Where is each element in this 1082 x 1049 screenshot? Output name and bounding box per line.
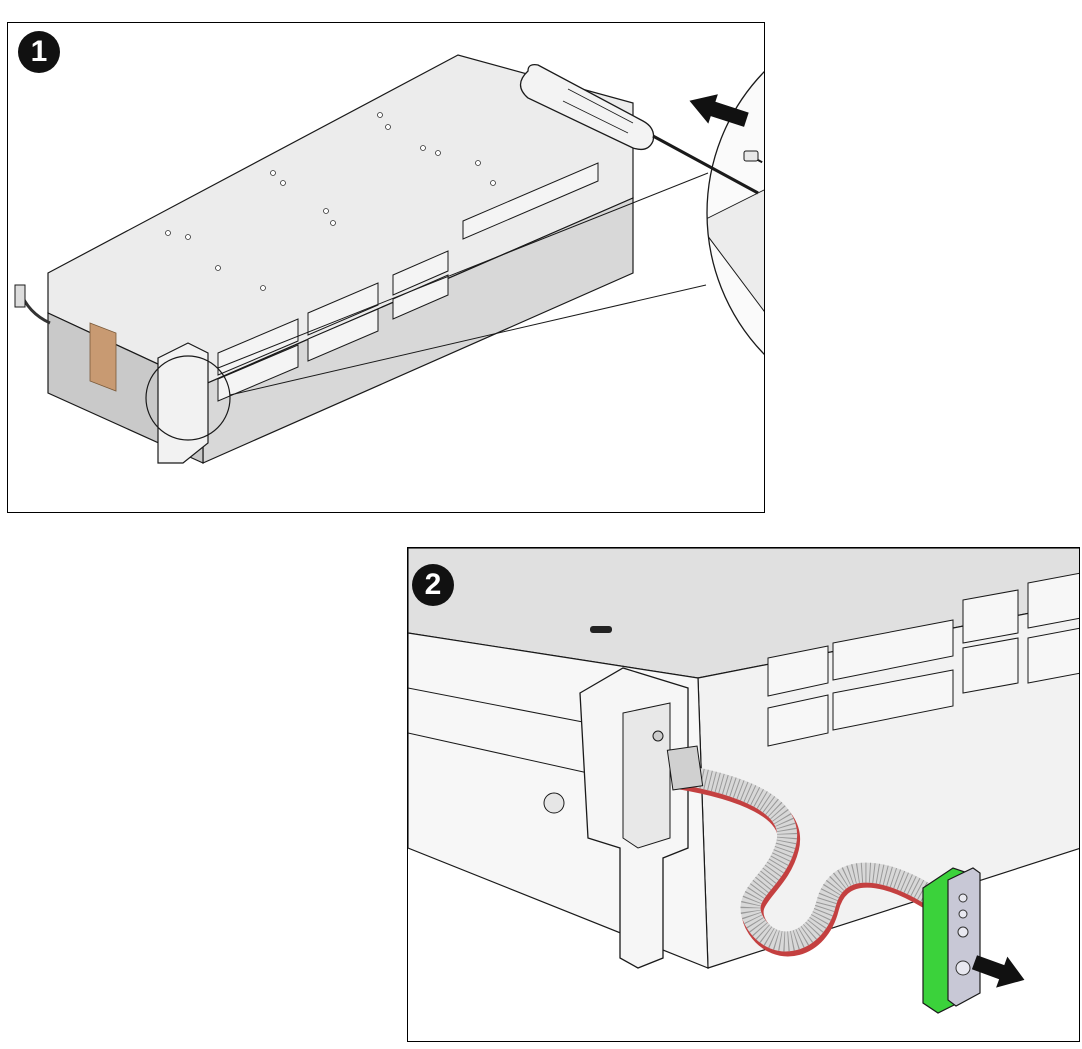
rear-connector (14, 284, 26, 308)
chassis-label (89, 322, 117, 392)
drive-bays (217, 162, 599, 402)
chassis-pin (543, 792, 565, 814)
chassis-screw-holes (165, 112, 496, 291)
pull-arrow-icon (971, 955, 1025, 988)
led-board-assembly (922, 867, 981, 1014)
callout-line-top (217, 172, 709, 369)
callout-line-bottom (229, 284, 707, 396)
screwdriver-icon (519, 63, 759, 195)
cable-connector (666, 745, 704, 791)
step-number-badge: 2 (412, 564, 454, 606)
pull-arrow-icon (689, 94, 749, 127)
detail-callout-circle (145, 355, 231, 441)
step-number-badge: 1 (18, 31, 60, 73)
step-2-panel: 2 (407, 547, 1080, 1042)
step-2-illustration (408, 548, 1079, 1014)
ribbon-cable (676, 764, 934, 957)
rack-ear (157, 342, 209, 464)
step-1-panel: 1 (7, 22, 765, 513)
chassis-slot (590, 626, 612, 633)
drive-bays (767, 572, 1079, 747)
step-1-illustration (14, 23, 764, 464)
